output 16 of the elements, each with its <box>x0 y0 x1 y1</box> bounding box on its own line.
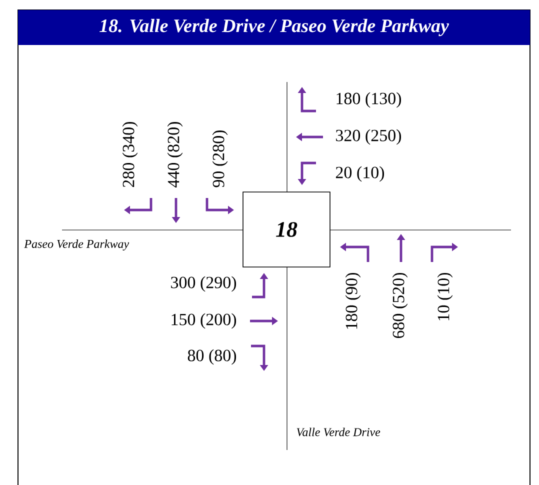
volume-label: 320 (250) <box>336 129 402 145</box>
volume-label: 440 (820) <box>167 122 183 188</box>
volume-label: 280 (340) <box>122 122 138 188</box>
volume-label: 300 (290) <box>171 276 236 292</box>
volume-label: 10 (10) <box>437 272 453 320</box>
intersection-box: 18 <box>242 192 330 268</box>
volume-label: 180 (90) <box>345 272 361 329</box>
street-name: Valle Verde Drive <box>296 428 380 436</box>
volume-label: 80 (80) <box>188 349 236 365</box>
volume-label: 680 (520) <box>392 272 408 338</box>
street-name: Paseo Verde Parkway <box>24 240 130 250</box>
volume-label: 20 (10) <box>336 166 384 182</box>
volume-label: 150 (200) <box>172 313 236 329</box>
title-bar: 18. Valle Verde Drive / Paseo Verde Parkway <box>18 10 530 45</box>
volume-label: 90 (280) <box>212 130 228 188</box>
volume-label: 180 (130) <box>336 92 402 108</box>
